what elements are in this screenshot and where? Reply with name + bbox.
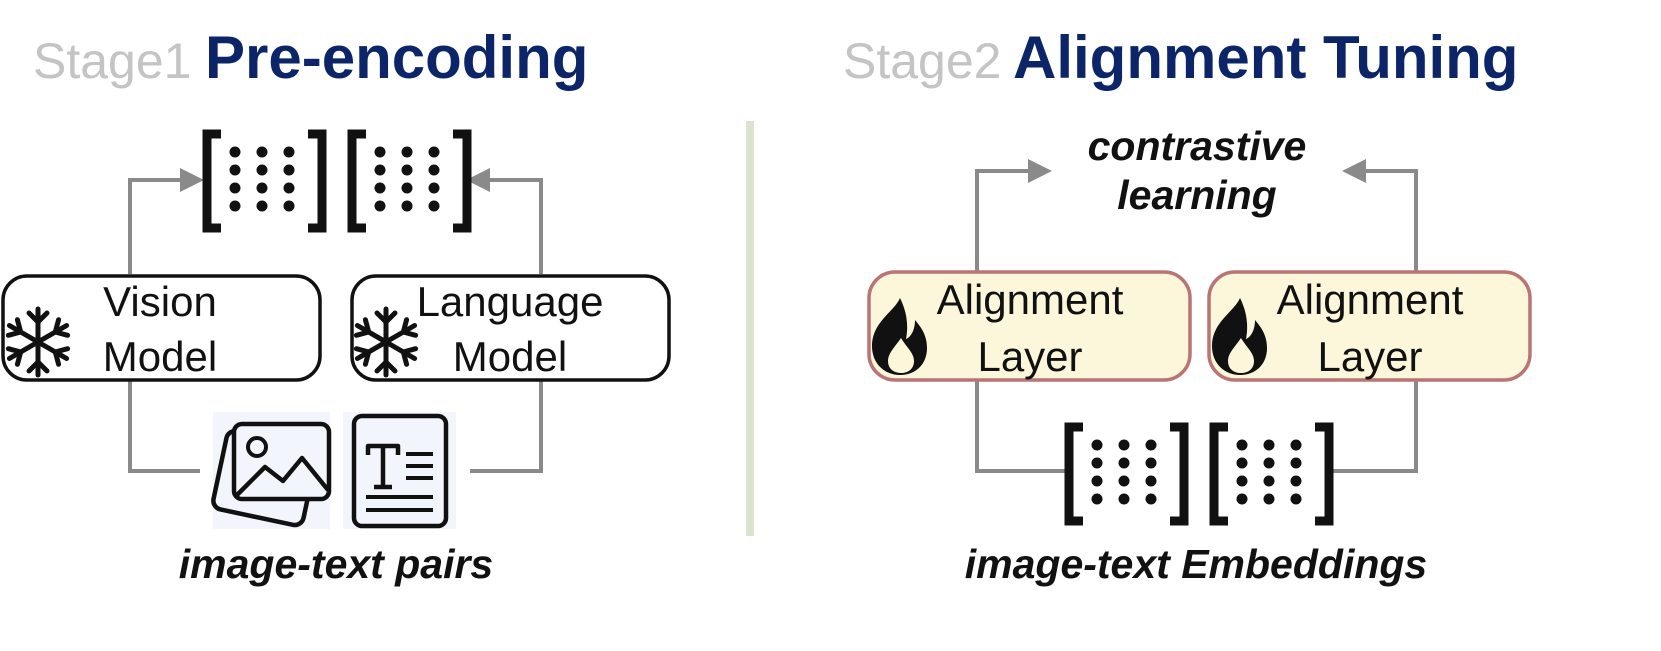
stage2-caption: image-text Embeddings [965,541,1427,587]
language-model-label-line1: Language [417,278,604,325]
text-document-icon [343,412,456,529]
text-embedding-matrix-icon [352,134,467,228]
alignment-layer-box-right: Alignment Layer [1207,270,1532,382]
image-icon [211,412,332,529]
stage-divider [746,121,754,536]
contrastive-learning-line1: contrastive [1088,123,1307,169]
alignment-layer-right-line2: Layer [1317,333,1422,380]
image-embedding-matrix-icon [1069,427,1184,521]
stage2-prefix: Stage2 [843,33,1001,89]
language-model-label-line2: Model [453,333,567,380]
text-embedding-matrix-icon [1214,427,1329,521]
stage1-arrows [128,168,543,473]
contrastive-learning-line2: learning [1117,172,1276,218]
vision-model-box: Vision Model [1,274,322,382]
vision-embedding-matrix-icon [207,134,322,228]
stage1-caption: image-text pairs [179,541,493,587]
vision-model-label-line2: Model [103,333,217,380]
stage2-arrows [975,159,1418,473]
alignment-layer-box-left: Alignment Layer [867,270,1192,382]
stage1-prefix: Stage1 [33,33,191,89]
vision-model-label-line1: Vision [103,278,217,325]
alignment-layer-right-line1: Alignment [1277,276,1464,323]
stage2-title: Alignment Tuning [1013,24,1518,91]
alignment-layer-left-line1: Alignment [937,276,1124,323]
alignment-layer-left-line2: Layer [977,333,1082,380]
stage1-title: Pre-encoding [205,24,588,91]
language-model-box: Language Model [350,274,671,382]
